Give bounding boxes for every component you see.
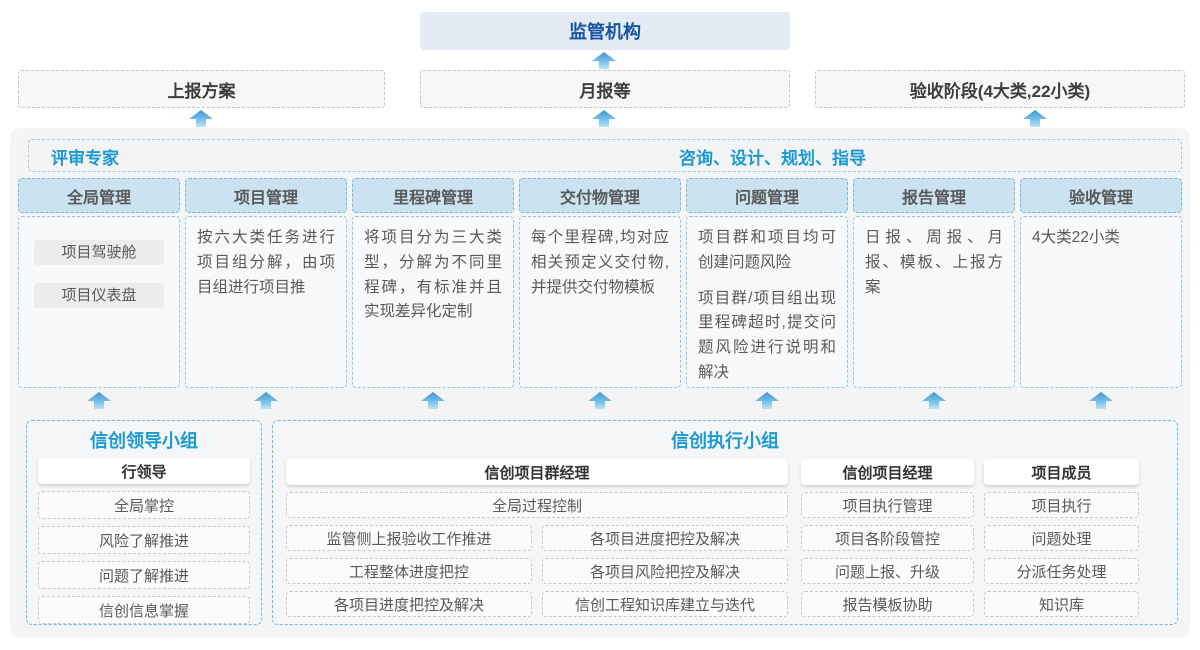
consulting-design-label: 咨询、设计、规划、指导 xyxy=(679,149,866,168)
project-dashboard-chip: 项目仪表盘 xyxy=(34,283,164,308)
leader-item: 信创信息掌握 xyxy=(38,596,250,624)
column-project-management: 项目管理 按六大类任务进行项目组分解，由项目组进行项目推 xyxy=(185,178,347,388)
column-body: 每个里程碑,均对应相关预定义交付物,并提供交付物模板 xyxy=(519,216,681,388)
project-member-item: 分派任务处理 xyxy=(984,558,1139,584)
program-manager-item: 工程整体进度把控 xyxy=(286,558,532,584)
leader-item: 问题了解推进 xyxy=(38,561,250,589)
column-body: 将项目分为三大类型，分解为不同里程碑，有标准并且实现差异化定制 xyxy=(352,216,514,388)
column-body: 项目群和项目均可创建问题风险 项目群/项目组出现里程碑超时,提交问题风险进行说明… xyxy=(686,216,848,388)
column-header: 项目管理 xyxy=(185,178,347,213)
up-arrow-to-report-plan xyxy=(189,110,213,127)
leader-item: 全局掌控 xyxy=(38,491,250,519)
program-manager-item: 各项目风险把控及解决 xyxy=(542,558,788,584)
project-manager-item: 报告模板协助 xyxy=(801,591,974,617)
column-issue-management: 问题管理 项目群和项目均可创建问题风险 项目群/项目组出现里程碑超时,提交问题风… xyxy=(686,178,848,388)
column-header: 验收管理 xyxy=(1020,178,1182,213)
leader-group-box: 信创领导小组 行领导 全局掌控 风险了解推进 问题了解推进 信创信息掌握 xyxy=(26,420,262,625)
column-report-management: 报告管理 日报、周报、月报、模板、上报方案 xyxy=(853,178,1015,388)
project-manager-item: 项目各阶段管控 xyxy=(801,525,974,551)
project-member-role: 项目成员 xyxy=(984,459,1139,485)
project-member-item: 知识库 xyxy=(984,591,1139,617)
issue-paragraph: 项目群和项目均可创建问题风险 xyxy=(698,229,836,271)
column-body: 日报、周报、月报、模板、上报方案 xyxy=(853,216,1015,388)
program-manager-item: 全局过程控制 xyxy=(286,492,788,518)
project-member-item: 项目执行 xyxy=(984,492,1139,518)
project-member-item: 问题处理 xyxy=(984,525,1139,551)
up-arrow-to-monthly-report xyxy=(592,110,616,127)
project-manager-role: 信创项目经理 xyxy=(801,459,974,485)
program-manager-item: 信创工程知识库建立与迭代 xyxy=(542,591,788,617)
up-arrow-to-acceptance-stage xyxy=(1023,110,1047,127)
column-header: 里程碑管理 xyxy=(352,178,514,213)
column-header: 全局管理 xyxy=(18,178,180,213)
executor-group-box: 信创执行小组 信创项目群经理 全局过程控制 监管侧上报验收工作推进 工程整体进度… xyxy=(272,420,1178,625)
acceptance-stage-box: 验收阶段(4大类,22小类) xyxy=(815,70,1185,108)
column-global-management: 全局管理 项目驾驶舱 项目仪表盘 xyxy=(18,178,180,388)
issue-paragraph: 项目群/项目组出现里程碑超时,提交问题风险进行说明和解决 xyxy=(698,289,836,381)
program-manager-item: 各项目进度把控及解决 xyxy=(542,525,788,551)
column-header: 交付物管理 xyxy=(519,178,681,213)
project-cockpit-chip: 项目驾驶舱 xyxy=(34,240,164,265)
column-body: 按六大类任务进行项目组分解，由项目组进行项目推 xyxy=(185,216,347,388)
column-milestone-management: 里程碑管理 将项目分为三大类型，分解为不同里程碑，有标准并且实现差异化定制 xyxy=(352,178,514,388)
advisor-band: 评审专家 咨询、设计、规划、指导 xyxy=(28,139,1182,172)
bank-leader-role: 行领导 xyxy=(38,458,250,484)
column-header: 报告管理 xyxy=(853,178,1015,213)
project-manager-item: 项目执行管理 xyxy=(801,492,974,518)
up-arrow-to-regulator xyxy=(592,52,616,69)
leader-item: 风险了解推进 xyxy=(38,526,250,554)
column-body: 项目驾驶舱 项目仪表盘 xyxy=(18,216,180,388)
column-body: 4大类22小类 xyxy=(1020,216,1182,388)
column-acceptance-management: 验收管理 4大类22小类 xyxy=(1020,178,1182,388)
regulator-box: 监管机构 xyxy=(420,12,790,50)
executor-group-title: 信创执行小组 xyxy=(671,431,779,451)
column-deliverable-management: 交付物管理 每个里程碑,均对应相关预定义交付物,并提供交付物模板 xyxy=(519,178,681,388)
program-manager-role: 信创项目群经理 xyxy=(286,459,788,485)
monthly-report-box: 月报等 xyxy=(420,70,790,108)
leader-group-title: 信创领导小组 xyxy=(90,431,198,451)
column-header: 问题管理 xyxy=(686,178,848,213)
review-experts-label: 评审专家 xyxy=(51,149,119,168)
program-manager-item: 各项目进度把控及解决 xyxy=(286,591,532,617)
project-manager-item: 问题上报、升级 xyxy=(801,558,974,584)
report-plan-box: 上报方案 xyxy=(18,70,385,108)
program-manager-item: 监管侧上报验收工作推进 xyxy=(286,525,532,551)
